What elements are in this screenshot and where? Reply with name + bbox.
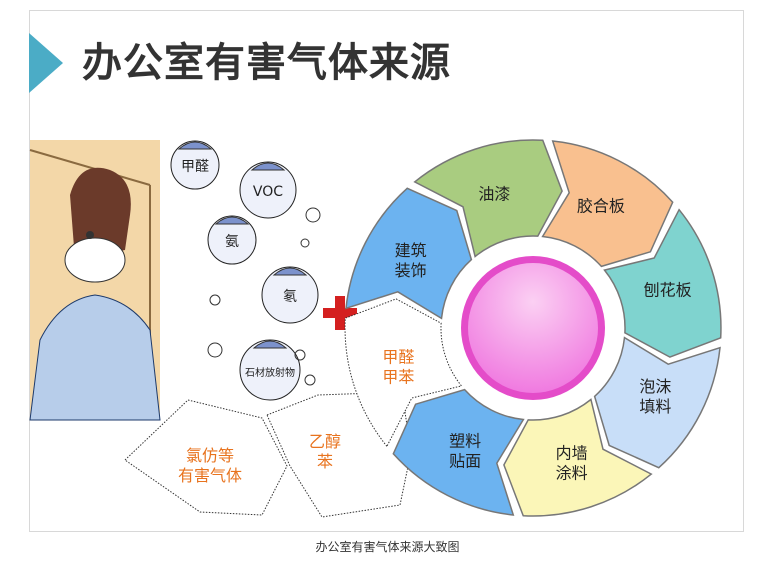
ring-segment-label: 建筑装饰: [395, 241, 427, 280]
ring-segment: [392, 388, 525, 516]
bubble-label: 甲醛: [181, 159, 209, 175]
outer-label-ethanol: 乙醇苯: [309, 432, 341, 471]
bubble-label: 氡: [283, 288, 297, 305]
gas-bubble: 氨: [207, 215, 257, 265]
ring-segment-label: 内墙涂料: [556, 444, 588, 483]
ring-segment: [345, 187, 473, 320]
gas-bubble: 甲醛: [170, 140, 220, 190]
ring-segment-label: 胶合板: [577, 197, 625, 216]
ring-segment: [603, 208, 722, 358]
page-title: 办公室有害气体来源: [82, 40, 451, 86]
ring-segment-label: 甲醛甲苯: [382, 348, 414, 387]
ring-segment-label: 刨花板: [644, 280, 692, 299]
bubble-label: VOC: [253, 184, 283, 200]
title-arrow-icon: [29, 33, 63, 93]
bubble-label: 氨: [225, 234, 239, 250]
ring-segment: [593, 336, 721, 469]
woman-illustration: [29, 140, 161, 421]
gas-bubble: VOC: [239, 161, 297, 219]
outer-label-chloroform: 氯仿等有害气体: [178, 446, 242, 485]
ring-segment: [413, 139, 563, 258]
ring-segment-label: 泡沫填料: [639, 377, 671, 416]
ring-segment: [541, 140, 674, 268]
ring-segment: [503, 398, 653, 517]
ring-segment-label: 塑料贴面: [449, 431, 481, 470]
gas-bubble: 石材放射物: [239, 339, 301, 401]
center-circle-fill: [468, 263, 598, 393]
figure-caption: 办公室有害气体来源大致图: [315, 540, 460, 554]
ring-segment-label: 油漆: [478, 184, 510, 203]
ring-segment: [344, 298, 463, 448]
bubble-label: 石材放射物: [245, 366, 295, 379]
gas-bubble: 氡: [261, 266, 319, 324]
